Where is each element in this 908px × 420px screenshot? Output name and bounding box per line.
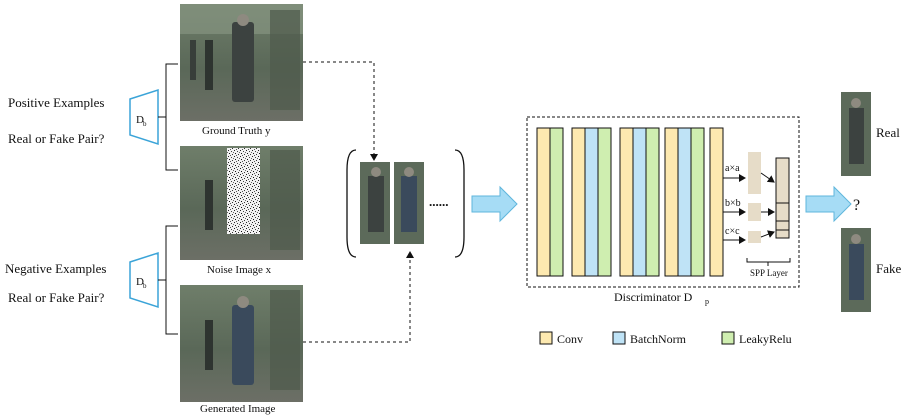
- leakyrelu-layer: [597, 127, 612, 277]
- legend-swatch-leakyrelu: [721, 331, 735, 345]
- bracket-positive: [158, 63, 178, 171]
- db-trapezoid-positive: [129, 88, 159, 146]
- leakyrelu-layer: [549, 127, 564, 277]
- noise-image-caption: Noise Image x: [207, 264, 272, 276]
- legend-label-conv: Conv: [557, 332, 583, 346]
- noise-image: Noise Image x: [180, 146, 303, 276]
- legend: Conv BatchNorm LeakyRelu: [539, 331, 792, 346]
- batchnorm-layer: [677, 127, 692, 277]
- conv-layer: [536, 127, 551, 277]
- fake-label: Fake: [876, 261, 902, 276]
- fake-example: Fake: [841, 228, 902, 312]
- spp-pool-b: [748, 203, 761, 221]
- dashed-arrow-ground-truth: [303, 61, 378, 161]
- right-paren: [454, 149, 465, 258]
- db-sub-positive: b: [143, 120, 147, 128]
- ground-truth-image: Ground Truth y: [180, 4, 303, 137]
- layer-columns: [536, 127, 724, 277]
- positive-pair-question: Real or Fake Pair?: [8, 131, 105, 146]
- db-label-negative: D: [136, 276, 144, 288]
- batchnorm-layer: [584, 127, 599, 277]
- spp-bin-c: c×c: [725, 226, 740, 237]
- legend-label-leakyrelu: LeakyRelu: [739, 332, 792, 346]
- discriminator-title: Discriminator D: [614, 290, 693, 304]
- spp-pool-c: [748, 231, 761, 243]
- conv-layer: [571, 127, 586, 277]
- dashed-arrow-generated: [303, 251, 414, 343]
- conv-layer: [709, 127, 724, 277]
- negative-branch: Negative Examples Real or Fake Pair? D b: [5, 225, 178, 335]
- output-question: ?: [853, 197, 860, 214]
- legend-label-batchnorm: BatchNorm: [630, 332, 687, 346]
- discriminator-block: a×a b×b c×c SPP Layer Discriminator D p: [526, 116, 800, 306]
- pair-sequence: ......: [346, 149, 465, 258]
- spp-brace: [746, 258, 791, 266]
- generated-image: Generated Image: [180, 285, 303, 415]
- bracket-negative: [158, 225, 178, 335]
- real-label: Real: [876, 125, 900, 140]
- sequence-ellipsis: ......: [429, 194, 449, 209]
- spp-pool-a: [748, 152, 761, 194]
- spp-layer-label: SPP Layer: [750, 268, 788, 278]
- negative-pair-question: Real or Fake Pair?: [8, 290, 105, 305]
- leakyrelu-layer: [645, 127, 660, 277]
- noise-patch: [227, 148, 260, 234]
- spp-concat-vector: [775, 157, 790, 239]
- flow-arrow-to-output: [805, 185, 852, 223]
- batchnorm-layer: [632, 127, 647, 277]
- spp-layer: a×a b×b c×c SPP Layer: [723, 152, 791, 278]
- ground-truth-caption: Ground Truth y: [202, 125, 271, 137]
- db-trapezoid-negative: [129, 251, 159, 309]
- db-sub-negative: b: [143, 282, 147, 290]
- negative-examples-label: Negative Examples: [5, 261, 106, 276]
- db-label-positive: D: [136, 114, 144, 126]
- discriminator-sub: p: [705, 297, 709, 306]
- conv-layer: [619, 127, 634, 277]
- spp-bin-a: a×a: [725, 163, 740, 174]
- legend-swatch-batchnorm: [612, 331, 626, 345]
- left-paren: [346, 149, 357, 258]
- positive-branch: Positive Examples Real or Fake Pair? D b: [8, 63, 178, 171]
- flow-arrow-to-discriminator: [471, 185, 518, 223]
- discriminator-frame: [526, 116, 800, 288]
- spp-bin-b: b×b: [725, 198, 741, 209]
- legend-swatch-conv: [539, 331, 553, 345]
- conv-layer: [664, 127, 679, 277]
- leakyrelu-layer: [690, 127, 705, 277]
- generated-image-caption: Generated Image: [200, 403, 276, 415]
- positive-examples-label: Positive Examples: [8, 95, 104, 110]
- real-example: Real: [841, 92, 900, 176]
